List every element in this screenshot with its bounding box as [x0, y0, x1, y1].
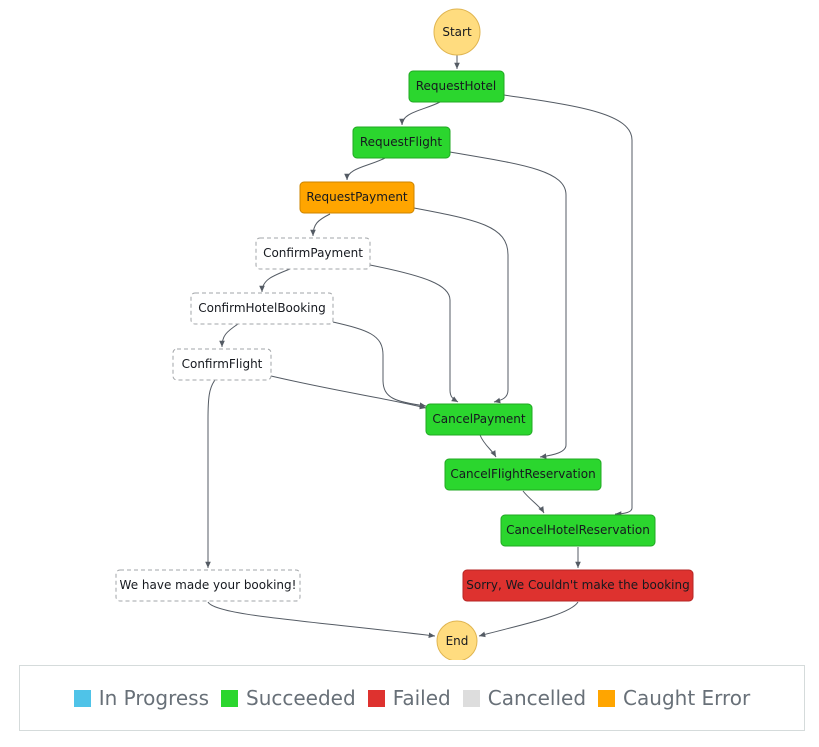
- state-request-flight[interactable]: RequestFlight: [352, 126, 451, 159]
- state-cancel-payment[interactable]: CancelPayment: [425, 403, 533, 436]
- cancelled-swatch-icon: [462, 689, 480, 707]
- edge-confirmflight-cancelpayment: [270, 375, 427, 410]
- state-label: End: [446, 634, 469, 648]
- failed-swatch-icon: [367, 689, 385, 707]
- edge-failure-end: [478, 601, 579, 638]
- edge-cancelflight-cancelhotel: [522, 490, 545, 514]
- legend-label: In Progress: [98, 686, 210, 710]
- legend-item-succeeded: Succeeded: [221, 686, 356, 710]
- state-end[interactable]: End: [436, 620, 478, 660]
- edge-requestpayment-confirmpayment: [310, 213, 331, 237]
- state-confirm-hotel-booking[interactable]: ConfirmHotelBooking: [190, 292, 334, 325]
- state-request-hotel[interactable]: RequestHotel: [408, 70, 505, 103]
- state-label: CancelPayment: [432, 412, 525, 426]
- status-legend: In Progress Succeeded Failed Cancelled C…: [19, 665, 805, 731]
- state-label: ConfirmFlight: [182, 357, 263, 371]
- edge-confirmhotelbooking-cancelpayment: [332, 321, 427, 408]
- legend-item-caught-error: Caught Error: [598, 686, 750, 710]
- legend-label: Cancelled: [487, 686, 587, 710]
- edge-cancelpayment-cancelflight: [479, 434, 497, 458]
- legend-item-failed: Failed: [367, 686, 451, 710]
- edge-confirmpayment-cancelpayment: [369, 264, 459, 403]
- state-cancel-hotel-reservation[interactable]: CancelHotelReservation: [500, 514, 656, 547]
- edges: [205, 55, 633, 639]
- edge-requestpayment-cancelpayment: [413, 207, 509, 404]
- state-confirm-payment[interactable]: ConfirmPayment: [255, 237, 371, 270]
- state-label: ConfirmPayment: [263, 246, 363, 260]
- state-machine-graph: Start RequestHotel RequestFlight Request…: [115, 8, 694, 660]
- caught-error-swatch-icon: [598, 689, 616, 707]
- edge-confirmhotelbooking-confirmflight: [219, 323, 239, 348]
- succeeded-swatch-icon: [221, 689, 239, 707]
- state-label: RequestHotel: [416, 79, 497, 93]
- edge-requestflight-requestpayment: [344, 157, 386, 181]
- state-failure-message[interactable]: Sorry, We Couldn't make the booking: [462, 569, 694, 602]
- state-label: RequestFlight: [360, 135, 443, 149]
- in-progress-swatch-icon: [73, 689, 91, 707]
- edge-requesthotel-cancelhotel: [503, 94, 633, 517]
- legend-item-cancelled: Cancelled: [462, 686, 587, 710]
- state-request-payment[interactable]: RequestPayment: [299, 181, 415, 214]
- edge-confirmflight-success: [205, 379, 216, 568]
- legend-label: Failed: [392, 686, 451, 710]
- edge-success-end: [207, 601, 436, 639]
- state-label: RequestPayment: [306, 190, 408, 204]
- state-label: ConfirmHotelBooking: [198, 301, 326, 315]
- state-label: We have made your booking!: [120, 578, 297, 592]
- legend-label: Succeeded: [246, 686, 356, 710]
- edge-requestflight-cancelflight: [449, 151, 567, 459]
- legend-item-in-progress: In Progress: [73, 686, 210, 710]
- legend-label: Caught Error: [623, 686, 751, 710]
- state-success-message[interactable]: We have made your booking!: [115, 569, 301, 602]
- state-label: Start: [442, 25, 472, 39]
- edge-requesthotel-requestflight: [399, 101, 441, 126]
- edge-confirmpayment-confirmhotelbooking: [259, 268, 291, 293]
- state-cancel-flight-reservation[interactable]: CancelFlightReservation: [444, 458, 602, 491]
- state-label: CancelFlightReservation: [450, 467, 595, 481]
- state-label: CancelHotelReservation: [506, 523, 650, 537]
- state-confirm-flight[interactable]: ConfirmFlight: [172, 348, 272, 381]
- state-start[interactable]: Start: [433, 8, 481, 56]
- state-label: Sorry, We Couldn't make the booking: [466, 578, 689, 592]
